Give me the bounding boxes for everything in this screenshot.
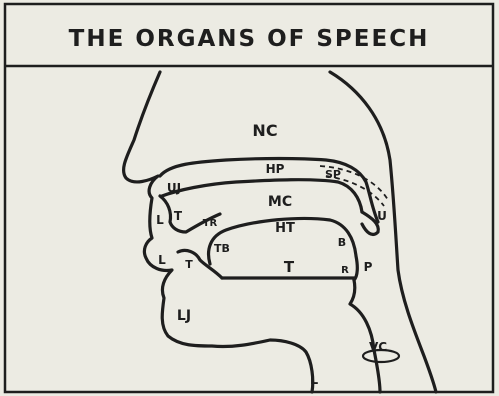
label-mouth-cavity: MC (268, 194, 292, 210)
label-teeth-ridge: TR (203, 218, 218, 229)
pharynx-outline (350, 280, 380, 392)
label-root-of-tongue: R (341, 265, 349, 276)
figure-title: THE ORGANS OF SPEECH (69, 26, 430, 52)
label-upper-jaw: UJ (167, 181, 181, 195)
label-lower-jaw: LJ (177, 308, 191, 324)
label-hard-palate: HP (266, 162, 285, 176)
label-hard-tongue: HT (275, 221, 295, 236)
hard-palate-outline (162, 180, 362, 212)
label-lower-teeth: T (185, 258, 193, 271)
label-uvula: U (377, 209, 387, 223)
figure-frame (5, 4, 493, 392)
label-back-of-tongue: B (338, 236, 346, 249)
label-upper-teeth: T (174, 209, 183, 223)
label-lower-lip: L (158, 253, 166, 267)
label-nasal-cavity: NC (252, 121, 277, 140)
label-vocal-cords: VC (369, 340, 387, 354)
label-larynx: L (310, 373, 318, 388)
label-tongue: T (284, 258, 295, 276)
label-pharynx: P (364, 260, 373, 274)
label-upper-lip: L (156, 213, 164, 227)
label-tongue-blade: TB (214, 242, 230, 255)
label-soft-palate: SP (325, 168, 341, 181)
